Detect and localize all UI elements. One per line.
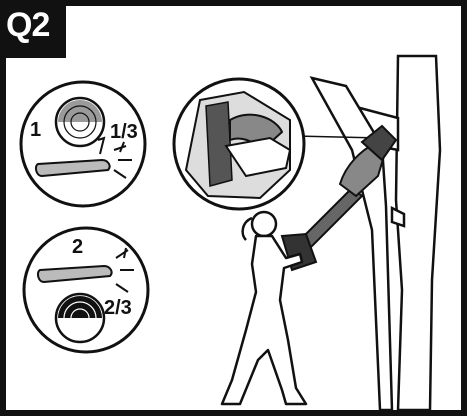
step-two-circle <box>24 228 148 352</box>
step-one-number: 1 <box>30 120 41 140</box>
step-one-circle <box>21 82 145 206</box>
zoom-detail-circle <box>174 79 304 209</box>
badge-label: Q2 <box>6 8 49 42</box>
log-cross-section-icon <box>56 98 104 146</box>
step-one-fraction: 1/3 <box>110 122 138 142</box>
question-badge: Q2 <box>0 0 66 58</box>
step-two-number: 2 <box>72 237 83 257</box>
tree-trunk-icon <box>312 56 440 410</box>
log-cross-section-icon <box>56 294 104 342</box>
step-two-fraction: 2/3 <box>104 298 132 318</box>
